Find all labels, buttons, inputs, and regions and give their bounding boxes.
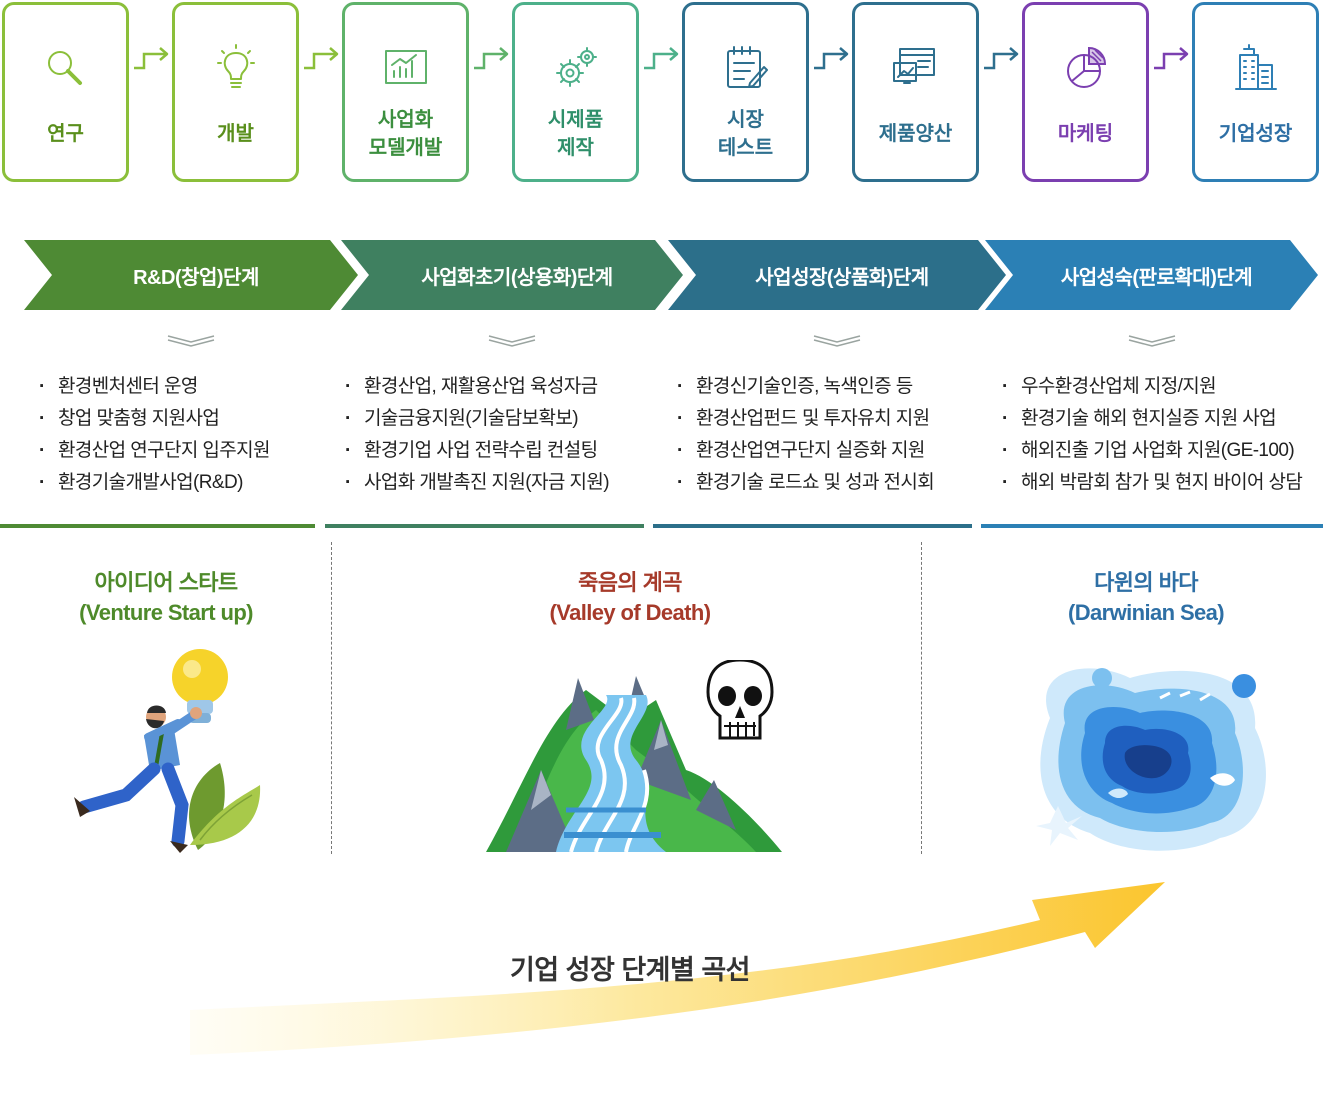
zone-title-darwinian: 다윈의 바다 (Darwinian Sea) bbox=[986, 568, 1306, 628]
checklist-icon bbox=[685, 43, 806, 95]
step-connector-arrow-icon bbox=[642, 46, 682, 76]
growth-curve-title: 기업 성장 단계별 곡선 bbox=[509, 955, 751, 985]
step-connector-arrow-icon bbox=[982, 46, 1022, 76]
stage-divider-rule bbox=[325, 524, 644, 528]
list-item: 환경기술 로드쇼 및 성과 전시회 bbox=[674, 468, 935, 500]
zone-title-valley: 죽음의 계곡 (Valley of Death) bbox=[470, 568, 790, 628]
stage-banner: 사업성숙(판로확대)단계 bbox=[985, 240, 1318, 310]
zone-subtitle-text: (Venture Start up) bbox=[79, 600, 253, 625]
process-step: 연구 bbox=[2, 2, 129, 182]
list-item: 환경신기술인증, 녹색인증 등 bbox=[674, 372, 934, 404]
runner-lightbulb-illustration bbox=[74, 649, 261, 853]
double-chevron-down-icon bbox=[487, 334, 537, 348]
process-step-label: 기업성장 bbox=[1218, 123, 1293, 145]
zone-subtitle-text: (Darwinian Sea) bbox=[1067, 600, 1225, 625]
list-item: 사업화 개발촉진 지원(자금 지원) bbox=[342, 468, 610, 500]
list-item: 해외 박람회 참가 및 현지 바이어 상담 bbox=[999, 468, 1303, 500]
stage-banner-label: 사업화초기(상용화)단계 bbox=[421, 266, 613, 289]
process-step: 시제품 제작 bbox=[512, 2, 639, 182]
list-item: 우수환경산업체 지정/지원 bbox=[999, 372, 1302, 404]
step-connector-arrow-icon bbox=[132, 46, 172, 76]
stage-support-list: 환경벤처센터 운영창업 맞춤형 지원사업환경산업 연구단지 입주지원환경기술개발… bbox=[36, 372, 271, 500]
double-chevron-down-icon bbox=[166, 334, 216, 348]
step-connector-arrow-icon bbox=[302, 46, 342, 76]
double-chevron-down-icon bbox=[1127, 334, 1177, 348]
list-item: 환경벤처센터 운영 bbox=[36, 372, 270, 404]
pie-chart-icon bbox=[1025, 43, 1146, 95]
darwinian-sea-illustration bbox=[1036, 668, 1266, 851]
list-item: 환경기업 사업 전략수립 컨설팅 bbox=[342, 436, 609, 468]
bar-chart-icon bbox=[345, 43, 466, 95]
zone-title-venture: 아이디어 스타트 (Venture Start up) bbox=[6, 568, 326, 628]
process-step-label: 제품양산 bbox=[878, 123, 953, 145]
monitor-icon bbox=[855, 43, 976, 95]
list-item: 해외진출 기업 사업화 지원(GE-100) bbox=[999, 436, 1302, 468]
stage-support-list: 우수환경산업체 지정/지원환경기술 해외 현지실증 지원 사업해외진출 기업 사… bbox=[999, 372, 1303, 500]
list-item: 환경산업연구단지 실증화 지원 bbox=[674, 436, 934, 468]
stage-divider-rule bbox=[0, 524, 315, 528]
list-item: 창업 맞춤형 지원사업 bbox=[36, 404, 270, 436]
zone-title-text: 아이디어 스타트 bbox=[94, 570, 239, 595]
list-item: 환경기술 해외 현지실증 지원 사업 bbox=[999, 404, 1302, 436]
lightbulb-icon bbox=[175, 43, 296, 95]
stage-divider-rule bbox=[653, 524, 972, 528]
step-connector-arrow-icon bbox=[812, 46, 852, 76]
zone-subtitle-text: (Valley of Death) bbox=[549, 600, 712, 625]
list-item: 환경산업펀드 및 투자유치 지원 bbox=[674, 404, 934, 436]
process-step-label: 연구 bbox=[47, 123, 84, 145]
zone-title-text: 다윈의 바다 bbox=[1094, 570, 1198, 595]
list-item: 환경산업, 재활용산업 육성자금 bbox=[342, 372, 609, 404]
process-step: 사업화 모델개발 bbox=[342, 2, 469, 182]
stage-support-list: 환경신기술인증, 녹색인증 등환경산업펀드 및 투자유치 지원환경산업연구단지 … bbox=[674, 372, 935, 500]
process-step-label: 시장 테스트 bbox=[717, 109, 774, 159]
zone-divider bbox=[921, 542, 922, 854]
stage-banner: 사업성장(상품화)단계 bbox=[668, 240, 1006, 310]
stage-banner-label: R&D(창업)단계 bbox=[133, 266, 259, 289]
zone-divider bbox=[331, 542, 332, 854]
process-step: 제품양산 bbox=[852, 2, 979, 182]
process-step-label: 개발 bbox=[217, 123, 254, 145]
stage-banner-label: 사업성숙(판로확대)단계 bbox=[1060, 266, 1253, 289]
buildings-icon bbox=[1195, 43, 1316, 95]
process-step: 기업성장 bbox=[1192, 2, 1319, 182]
stage-support-list: 환경산업, 재활용산업 육성자금기술금융지원(기술담보확보)환경기업 사업 전략… bbox=[342, 372, 610, 500]
step-connector-arrow-icon bbox=[472, 46, 512, 76]
stage-divider-rule bbox=[981, 524, 1323, 528]
list-item: 환경산업 연구단지 입주지원 bbox=[36, 436, 271, 468]
stage-banner: R&D(창업)단계 bbox=[24, 240, 358, 310]
step-connector-arrow-icon bbox=[1152, 46, 1192, 76]
gears-icon bbox=[515, 43, 636, 95]
process-step: 개발 bbox=[172, 2, 299, 182]
process-step: 시장 테스트 bbox=[682, 2, 809, 182]
double-chevron-down-icon bbox=[812, 334, 862, 348]
process-step-label: 사업화 모델개발 bbox=[368, 109, 443, 159]
process-step-label: 시제품 제작 bbox=[547, 109, 604, 159]
growth-curve-arrow bbox=[190, 882, 1165, 1055]
zone-title-text: 죽음의 계곡 bbox=[578, 570, 682, 595]
stage-banner: 사업화초기(상용화)단계 bbox=[341, 240, 683, 310]
list-item: 환경기술개발사업(R&D) bbox=[36, 468, 270, 500]
stage-banner-label: 사업성장(상품화)단계 bbox=[755, 266, 929, 289]
list-item: 기술금융지원(기술담보확보) bbox=[342, 404, 609, 436]
magnifier-icon bbox=[5, 43, 126, 95]
process-step-label: 마케팅 bbox=[1057, 123, 1114, 145]
valley-river-illustration bbox=[486, 660, 782, 853]
process-step: 마케팅 bbox=[1022, 2, 1149, 182]
